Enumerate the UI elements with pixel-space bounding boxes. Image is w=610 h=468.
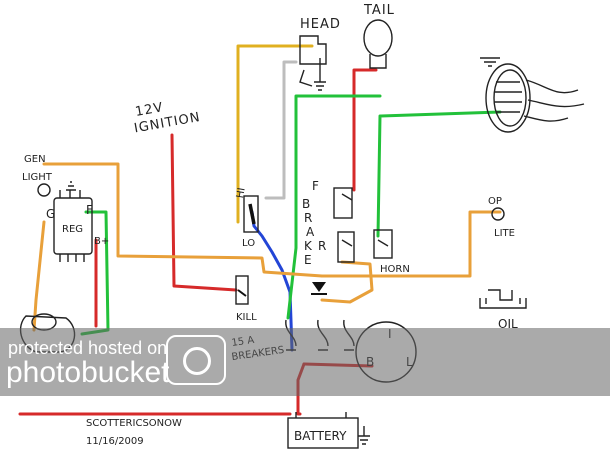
label-brake-b: B [302, 197, 310, 211]
watermark-line2: photobucket [6, 356, 170, 389]
horn-button [373, 229, 393, 259]
label-brake-k: K [304, 239, 313, 253]
label-kill: KILL [236, 312, 257, 323]
label-horn: HORN [380, 264, 410, 275]
wire-green-horn [376, 110, 502, 238]
label-gen-light: GEN LIGHT [22, 154, 53, 183]
wire-gray-head [264, 60, 298, 200]
tail-lamp [363, 19, 393, 69]
label-reg: REG [62, 224, 83, 235]
label-date: 11/16/2009 [86, 436, 144, 447]
battery [287, 412, 370, 449]
diode [311, 282, 327, 295]
oil-light-bulb [491, 207, 505, 221]
wire-orange-genlight [42, 162, 324, 278]
watermark-logo-lens-icon [183, 347, 211, 375]
gen-light-bulb [37, 183, 51, 197]
label-lo: LO [242, 238, 255, 249]
label-battery: BATTERY [294, 429, 347, 443]
watermark-band [0, 328, 610, 396]
label-tail: TAIL [363, 3, 395, 18]
label-gen-light-line1: GEN [24, 154, 46, 165]
label-head: HEAD [300, 17, 341, 32]
label-ignition-line1: 12V [134, 100, 165, 120]
label-reg-g: G [46, 207, 55, 221]
label-ignition: 12V IGNITION [130, 94, 202, 136]
label-brake-r2: R [318, 239, 326, 253]
horn [480, 57, 585, 133]
label-brake: F B R A K E R [302, 179, 326, 267]
label-lite: LITE [494, 228, 515, 239]
oil-pressure-switch [479, 289, 527, 309]
wire-red-ignition [170, 133, 238, 292]
wire-yellow-head [236, 44, 314, 224]
wire-orange-horn [320, 260, 374, 304]
label-brake-a: A [306, 225, 315, 239]
label-brake-r1: R [304, 211, 312, 225]
label-op-lite: OP LITE [488, 196, 515, 239]
label-op: OP [488, 196, 502, 207]
wire-orange-oil [320, 210, 502, 278]
wire-red-tail [352, 68, 378, 192]
kill-switch [235, 275, 249, 305]
label-brake-e: E [304, 253, 312, 267]
label-reg-bplus: B+ [94, 236, 109, 247]
label-brake-f: F [312, 179, 319, 193]
wire-orange-gen [32, 220, 46, 332]
head-lamp [299, 35, 327, 91]
label-hi: HI [235, 187, 248, 199]
label-gen-light-line2: LIGHT [22, 172, 53, 183]
watermark-logo-icon [166, 335, 226, 385]
regulator [53, 181, 93, 262]
label-oil: OIL [498, 317, 518, 331]
hi-lo-switch [243, 195, 259, 233]
brake-switch [333, 187, 355, 263]
label-author: SCOTTERICSONOW [86, 418, 182, 429]
watermark-line1: protected hosted on [8, 338, 168, 358]
wire-green-tail [286, 94, 382, 320]
label-reg-f: F [86, 203, 93, 217]
